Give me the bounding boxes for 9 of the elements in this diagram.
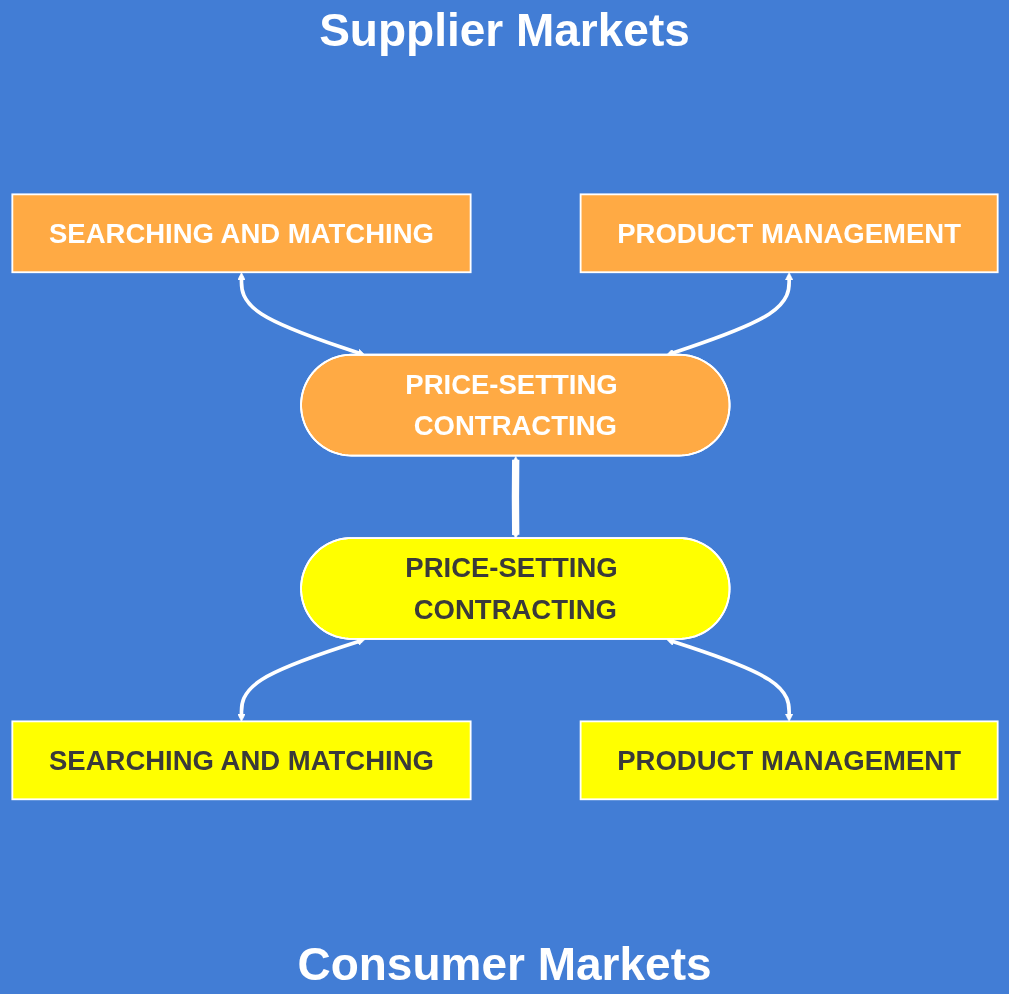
arrow [665,638,793,722]
arrow [511,456,520,540]
node-box: PRODUCT MANAGEMENT [579,193,999,274]
node-box: PRODUCT MANAGEMENT [579,720,999,801]
node-box: SEARCHING AND MATCHING [10,193,472,274]
market-label: Supplier Markets [319,3,690,58]
node-box: SEARCHING AND MATCHING [10,720,472,801]
market-label: Consumer Markets [297,937,712,992]
arrow [236,638,365,722]
